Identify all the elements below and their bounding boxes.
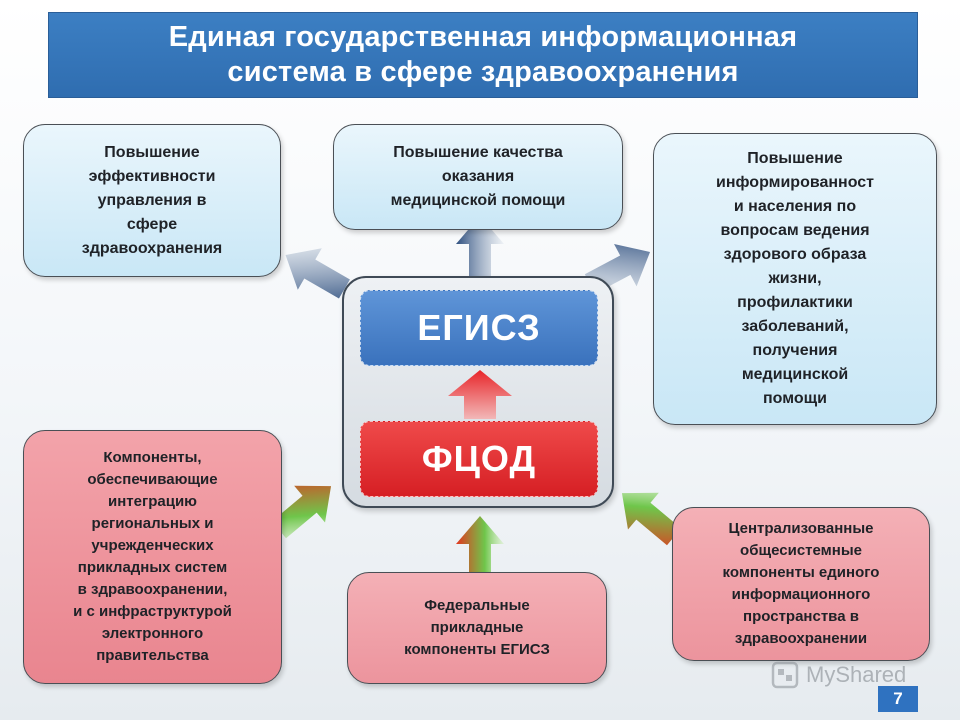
title-bar: Единая государственная информационная си… [48, 12, 918, 98]
output-text-left: Повышение эффективности управления в сфе… [81, 143, 223, 257]
input-box-integration-components: Компоненты, обеспечивающие интеграцию ре… [23, 430, 282, 684]
output-box-management-efficiency: Повышение эффективности управления в сфе… [23, 124, 281, 277]
input-box-centralized-components: Централизованные общесистемные компонент… [672, 507, 930, 661]
arrow-up-left-icon [285, 248, 350, 299]
input-text-left: Компоненты, обеспечивающие интеграцию ре… [73, 449, 232, 664]
egisz-block: ЕГИСЗ [360, 290, 598, 366]
output-text-right: Повышение информированност и населения п… [716, 150, 874, 407]
arrow-up-icon [448, 370, 512, 419]
fcod-block: ФЦОД [360, 421, 598, 497]
arrow-up-icon [456, 216, 504, 284]
arrow-green-red-icon [621, 492, 682, 546]
watermark: MyShared [770, 658, 906, 692]
input-box-federal-components: Федеральные прикладные компоненты ЕГИСЗ [347, 572, 607, 684]
input-text-right: Централизованные общесистемные компонент… [722, 520, 880, 647]
output-box-public-awareness: Повышение информированност и населения п… [653, 133, 937, 425]
arrow-green-red-icon [271, 485, 332, 539]
output-text-middle: Повышение качества оказания медицинской … [390, 144, 566, 209]
watermark-text: MyShared [806, 662, 907, 687]
center-system-frame: ЕГИСЗ ФЦОД [342, 276, 614, 508]
input-text-middle: Федеральные прикладные компоненты ЕГИСЗ [404, 597, 550, 658]
output-box-care-quality: Повышение качества оказания медицинской … [333, 124, 623, 230]
page-title: Единая государственная информационная си… [168, 21, 798, 88]
myshared-logo-icon [771, 661, 799, 689]
arrow-green-red-icon [456, 516, 504, 584]
page-number: 7 [878, 686, 918, 712]
